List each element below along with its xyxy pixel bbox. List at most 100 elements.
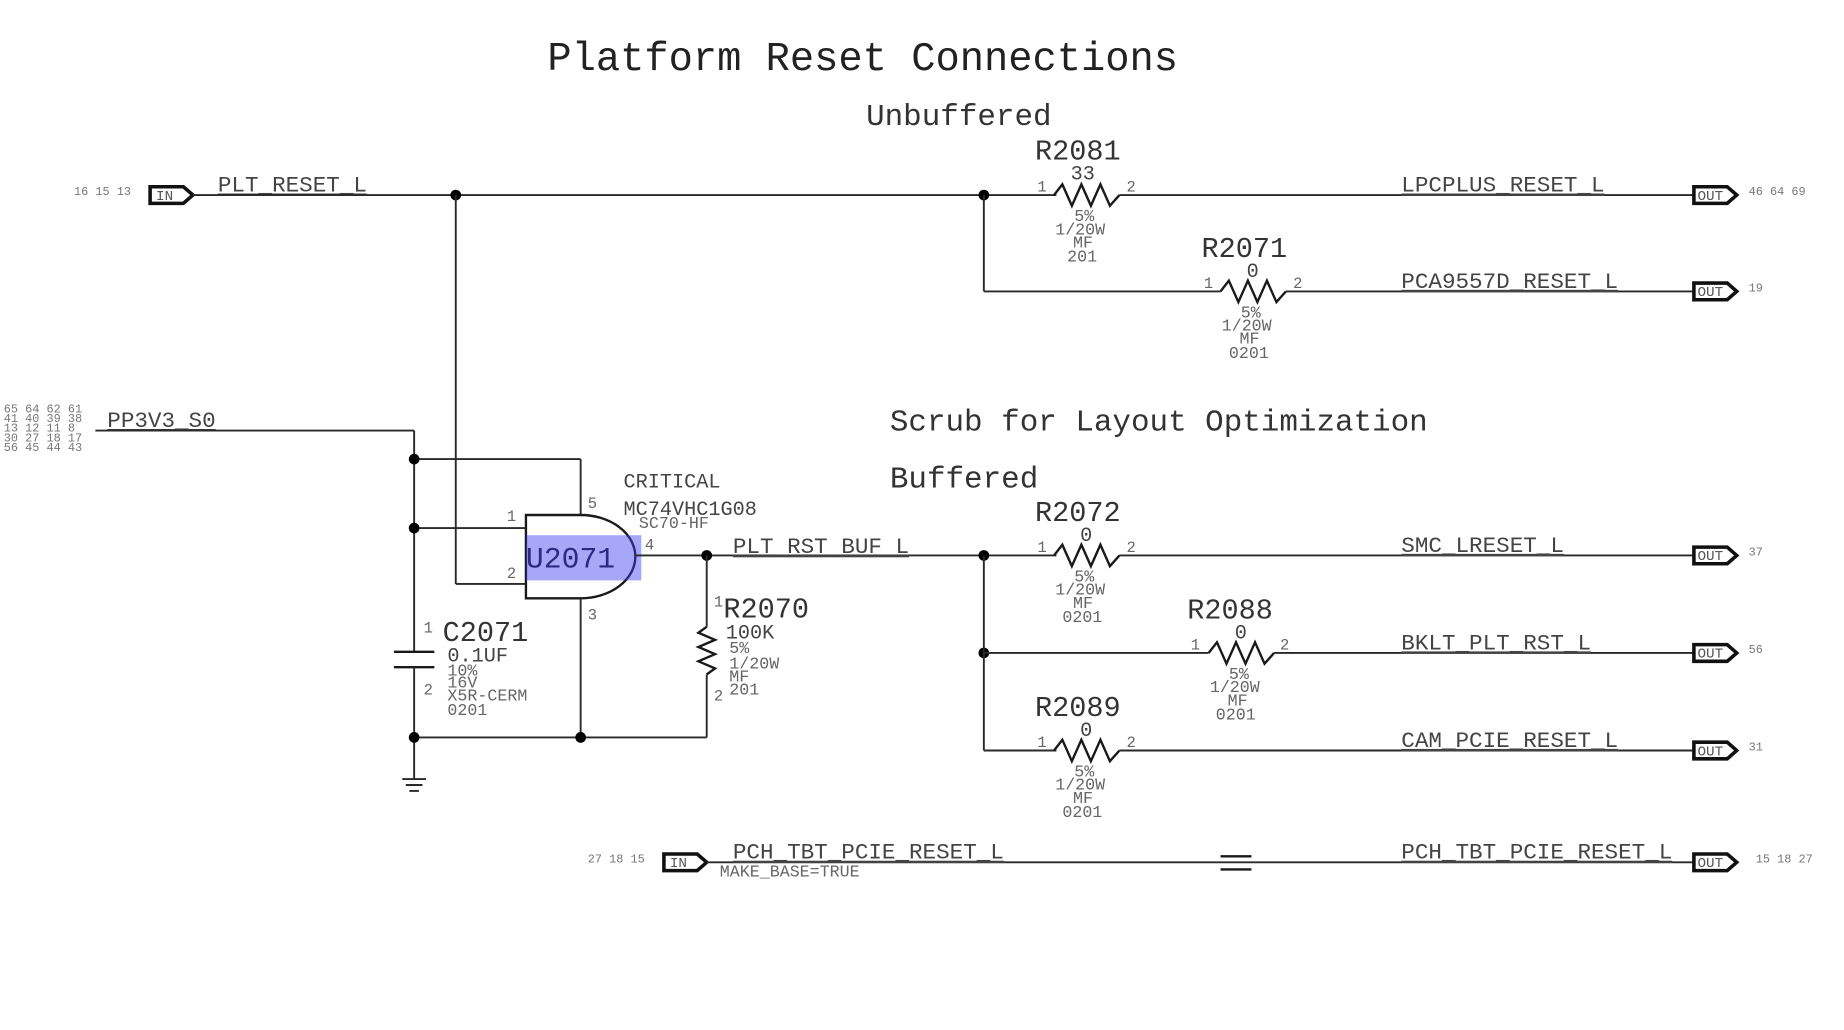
package: 0201 bbox=[1062, 803, 1102, 822]
resistor-r2071[interactable]: R2071 0 1 2 5% 1/20W MF 0201 bbox=[1202, 233, 1303, 363]
pin-number: 2 bbox=[1127, 178, 1136, 196]
input-port[interactable]: IN bbox=[148, 184, 196, 206]
junction-dot bbox=[408, 732, 420, 743]
port-label: IN bbox=[670, 856, 687, 872]
page-refs: 16 15 13 bbox=[74, 185, 131, 199]
resistor-symbol bbox=[1053, 541, 1121, 570]
package: 0201 bbox=[1229, 344, 1269, 363]
tolerance: 10% bbox=[447, 662, 477, 681]
net-plt-rst-buf-l[interactable]: PLT_RST_BUF_L bbox=[635, 534, 1209, 752]
net-property: MAKE_BASE=TRUE bbox=[720, 863, 860, 882]
resistor-r2089[interactable]: R2089 0 1 2 5% 1/20W MF 0201 bbox=[1035, 692, 1136, 822]
page-refs-row: 13 12 11 8 bbox=[4, 422, 75, 436]
pin-number: 1 bbox=[424, 620, 433, 638]
page-refs: 46 64 69 bbox=[1749, 185, 1806, 199]
input-port-shape bbox=[662, 852, 710, 873]
ic-u2071[interactable]: U2071 CRITICAL MC74VHC1G08 SC70-HF 1 2 3… bbox=[507, 472, 757, 625]
output-port-shape bbox=[1692, 740, 1740, 761]
ref-designator: R2070 bbox=[723, 593, 809, 626]
net-lpcplus-reset-l[interactable]: LPCPLUS_RESET_L OUT 46 64 69 bbox=[1401, 172, 1806, 206]
tolerance: 5% bbox=[1074, 568, 1094, 587]
pin-number: 2 bbox=[1127, 734, 1136, 752]
output-port[interactable]: OUT bbox=[1692, 184, 1740, 206]
pin-number: 2 bbox=[714, 688, 723, 706]
resistor-type: MF bbox=[729, 668, 749, 687]
port-label: OUT bbox=[1697, 549, 1723, 565]
net-label[interactable]: PLT_RST_BUF_L bbox=[733, 534, 909, 560]
component-value: 0.1UF bbox=[447, 645, 508, 668]
selection-highlight bbox=[525, 535, 642, 581]
input-port-shape bbox=[148, 184, 196, 206]
dielectric: X5R-CERM bbox=[447, 687, 527, 706]
tolerance: 5% bbox=[1229, 665, 1249, 684]
pin-number: 2 bbox=[1293, 275, 1302, 293]
output-port[interactable]: OUT bbox=[1692, 545, 1740, 566]
package: 0201 bbox=[1062, 608, 1102, 627]
resistor-symbol bbox=[1207, 639, 1275, 667]
ref-designator: U2071 bbox=[526, 542, 615, 576]
net-label[interactable]: PCH_TBT_PCIE_RESET_L bbox=[733, 840, 1004, 866]
net-smc-lreset-l[interactable]: SMC_LRESET_L OUT 37 bbox=[1401, 533, 1763, 566]
ref-designator: R2081 bbox=[1035, 135, 1121, 168]
resistor-type: MF bbox=[1073, 233, 1093, 252]
resistor-r2072[interactable]: R2072 0 1 2 5% 1/20W MF 0201 bbox=[1035, 497, 1136, 627]
output-port[interactable]: OUT bbox=[1692, 281, 1740, 302]
resistor-symbol bbox=[1053, 181, 1121, 209]
resistor-r2088[interactable]: R2088 0 1 2 5% 1/20W MF 0201 bbox=[1187, 594, 1289, 724]
page-refs-row: 65 64 62 61 bbox=[4, 403, 82, 417]
tolerance: 5% bbox=[1074, 207, 1094, 226]
resistor-r2081[interactable]: R2081 33 1 2 5% 1/20W MF 201 bbox=[1035, 135, 1136, 266]
output-port[interactable]: OUT bbox=[1692, 642, 1740, 664]
net-cam-pcie-reset-l[interactable]: CAM_PCIE_RESET_L OUT 31 bbox=[1401, 728, 1763, 761]
net-pca9557d-reset-l[interactable]: PCA9557D_RESET_L OUT 19 bbox=[1401, 269, 1763, 302]
ref-designator: R2089 bbox=[1035, 692, 1121, 725]
output-port[interactable]: OUT bbox=[1692, 740, 1740, 761]
capacitor-c2071[interactable]: 1 2 C2071 0.1UF 10% 16V X5R-CERM 0201 bbox=[393, 617, 528, 780]
net-label[interactable]: PCH_TBT_PCIE_RESET_L bbox=[1401, 840, 1672, 866]
net-pp3v3-s0[interactable]: 65 64 62 61 41 40 39 38 13 12 11 8 30 27… bbox=[4, 403, 582, 652]
section-label-buffered: Buffered bbox=[890, 463, 1038, 498]
page-refs-row: 30 27 18 17 bbox=[4, 431, 82, 445]
tolerance: 5% bbox=[1241, 304, 1261, 323]
page-refs: 65 64 62 61 41 40 39 38 13 12 11 8 30 27… bbox=[4, 403, 82, 455]
page-refs: 19 bbox=[1749, 281, 1763, 295]
component-value: 33 bbox=[1071, 164, 1095, 187]
pin-number: 2 bbox=[1280, 636, 1289, 654]
output-port[interactable]: OUT bbox=[1692, 852, 1740, 873]
page-refs: 31 bbox=[1749, 740, 1763, 754]
package: 201 bbox=[1067, 248, 1097, 267]
power-rating: 1/20W bbox=[1210, 678, 1260, 697]
net-pch-tbt-pcie-reset-l[interactable]: 27 18 15 IN PCH_TBT_PCIE_RESET_L MAKE_BA… bbox=[588, 840, 1813, 882]
port-label: OUT bbox=[1697, 647, 1723, 663]
ground-net[interactable] bbox=[402, 732, 707, 792]
net-label[interactable]: LPCPLUS_RESET_L bbox=[1401, 172, 1604, 198]
component-value: 0 bbox=[1080, 525, 1092, 548]
net-label[interactable]: PCA9557D_RESET_L bbox=[1401, 269, 1618, 295]
pin-number: 1 bbox=[507, 508, 516, 526]
net-label[interactable]: CAM_PCIE_RESET_L bbox=[1401, 728, 1618, 754]
input-port[interactable]: IN bbox=[662, 852, 710, 873]
resistor-r2070[interactable]: 1 2 R2070 100K 5% 1/20W MF 201 bbox=[695, 555, 809, 738]
output-port-shape bbox=[1692, 545, 1740, 566]
resistor-type: MF bbox=[1073, 594, 1093, 613]
pin-number: 1 bbox=[1037, 539, 1046, 557]
net-label[interactable]: BKLT_PLT_RST_L bbox=[1401, 630, 1591, 656]
component-value: 0 bbox=[1247, 261, 1259, 284]
power-rating: 1/20W bbox=[1222, 317, 1272, 336]
and-gate-symbol bbox=[524, 513, 637, 600]
pin-number: 1 bbox=[1037, 734, 1046, 752]
net-plt-reset-l[interactable]: 16 15 13 IN PLT_RESET_L bbox=[74, 172, 1221, 585]
page-refs: 27 18 15 bbox=[588, 852, 645, 866]
pin-number: 2 bbox=[1127, 539, 1136, 557]
section-label-unbuffered: Unbuffered bbox=[866, 100, 1051, 135]
package: 0201 bbox=[1216, 706, 1256, 725]
junction-dot bbox=[408, 453, 420, 465]
net-label[interactable]: SMC_LRESET_L bbox=[1401, 533, 1564, 559]
pin-number: 2 bbox=[424, 682, 433, 700]
ref-designator: R2072 bbox=[1035, 497, 1121, 530]
ref-designator: R2088 bbox=[1187, 594, 1273, 627]
package: SC70-HF bbox=[639, 514, 709, 533]
power-rating: 1/20W bbox=[1055, 581, 1105, 600]
net-bklt-plt-rst-l[interactable]: BKLT_PLT_RST_L OUT 56 bbox=[1401, 630, 1763, 664]
